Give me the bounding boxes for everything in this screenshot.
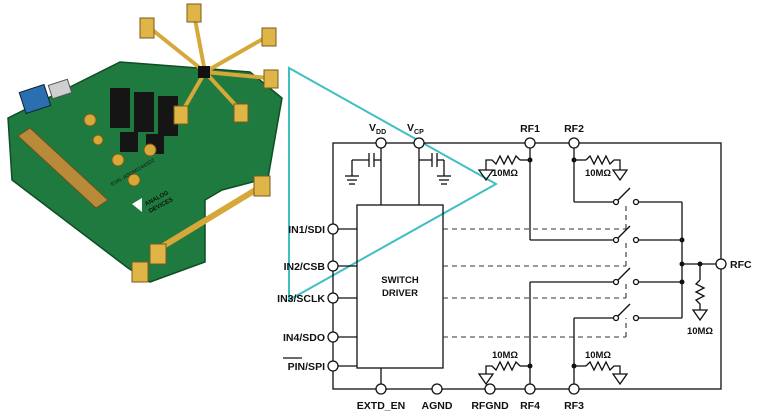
driver-label-line1: SWITCH: [381, 275, 419, 286]
header-pins: [110, 88, 178, 154]
rf4-path: [520, 281, 614, 389]
pin-vcp: [413, 137, 425, 149]
vcp-capacitor: [419, 153, 451, 185]
callout-triangle: [288, 66, 499, 302]
pin-in4-sdo: [327, 331, 339, 343]
svg-text:10MΩ: 10MΩ: [585, 168, 611, 179]
label-rf4: RF4: [520, 400, 540, 412]
label-rf3: RF3: [564, 400, 584, 412]
evaluation-board-photo: ANALOG DEVICES EVAL-ADGM1144SDZ: [7, 3, 283, 283]
pin-rf3: [568, 383, 580, 395]
svg-text:10MΩ: 10MΩ: [492, 168, 518, 179]
rfc-termination-resistor: 10MΩ: [687, 279, 713, 337]
svg-text:10MΩ: 10MΩ: [687, 326, 713, 337]
pin-extd-en: [375, 383, 387, 395]
rf3-termination-resistor: 10MΩ: [585, 350, 629, 386]
vdd-decoupling-capacitor: [345, 153, 381, 185]
switch-rf4: [612, 267, 682, 286]
switch-rf3: [612, 303, 682, 322]
pin-in3-sclk: [327, 292, 339, 304]
rf2-termination-resistor: 10MΩ: [585, 154, 629, 182]
rf4-termination-resistor: 10MΩ: [477, 350, 521, 386]
pin-rf1: [524, 137, 536, 149]
pin-rf4: [524, 383, 536, 395]
switch-driver-block: [356, 204, 444, 369]
label-in3-sclk: IN3/SCLK: [277, 293, 325, 305]
pin-agnd: [431, 383, 443, 395]
driver-label-line2: DRIVER: [382, 288, 418, 299]
label-vcp: VCP: [407, 122, 424, 136]
rf1-path: [520, 143, 614, 241]
svg-text:10MΩ: 10MΩ: [492, 350, 518, 361]
rf3-path: [571, 317, 614, 389]
svg-text:10MΩ: 10MΩ: [585, 350, 611, 361]
pin-rf2: [568, 137, 580, 149]
label-rfgnd: RFGND: [471, 400, 509, 412]
pin-pin-spi: [327, 360, 339, 372]
pin-rfc: [715, 258, 727, 270]
board-connector: [17, 127, 109, 209]
label-in2-csb: IN2/CSB: [284, 261, 326, 273]
label-extd-en: EXTD_EN: [357, 400, 405, 412]
switch-rf2: [612, 187, 682, 206]
label-agnd: AGND: [422, 400, 453, 412]
label-rf2: RF2: [564, 123, 584, 135]
rfc-common-bus: [679, 202, 717, 318]
label-pin-spi: PIN/SPI: [288, 361, 325, 373]
pin-rfgnd: [484, 383, 496, 395]
pin-in1-sdi: [327, 223, 339, 235]
label-rfc: RFC: [730, 259, 752, 271]
rf2-path: [571, 143, 614, 203]
pcb-board: [7, 61, 283, 283]
switch-rf1: [612, 225, 682, 244]
rf1-termination-resistor: 10MΩ: [477, 154, 521, 182]
label-in1-sdi: IN1/SDI: [288, 224, 325, 236]
pin-in2-csb: [327, 260, 339, 272]
sma-connectors: [139, 3, 279, 125]
switch-ic: [198, 66, 210, 78]
dc-jack: [18, 83, 52, 115]
label-in4-sdo: IN4/SDO: [283, 332, 325, 344]
usb-port: [47, 78, 73, 100]
label-rf1: RF1: [520, 123, 540, 135]
label-vdd: VDD: [369, 122, 386, 136]
control-dashed-lines: [443, 202, 627, 338]
pin-vdd: [375, 137, 387, 149]
schematic: SWITCH DRIVER IN1/SDI IN2/CSB IN3/SCLK I…: [277, 122, 752, 412]
